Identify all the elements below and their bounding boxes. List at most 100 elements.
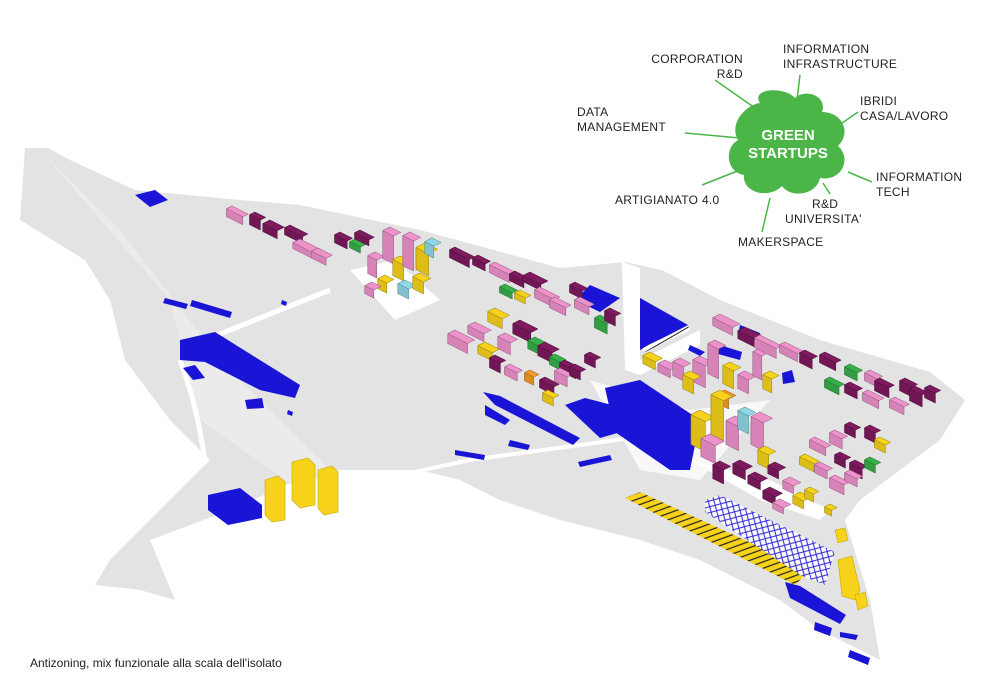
building-block [864, 424, 882, 434]
label-makerspace: MAKERSPACE [738, 235, 823, 249]
building-block [377, 274, 395, 284]
building-block [524, 369, 540, 378]
building-block [367, 251, 385, 261]
building-block [782, 476, 802, 487]
label-information-tech: INFORMATION [876, 170, 962, 184]
building-block [467, 321, 492, 334]
building-block [514, 289, 532, 299]
building-block [862, 389, 885, 402]
building-block [752, 351, 763, 381]
building-block [512, 319, 539, 333]
building-block [732, 459, 754, 471]
building-block [549, 296, 572, 309]
building-block [737, 370, 757, 381]
building-block [447, 329, 476, 344]
building-block [799, 349, 819, 360]
label-information-infra: INFORMATION [783, 42, 869, 56]
building-block [909, 385, 929, 396]
spoke-labels: CORPORATION R&D INFORMATION INFRASTRUCTU… [577, 42, 962, 249]
building-block [574, 296, 595, 308]
building-block [799, 453, 820, 465]
building-block [354, 229, 375, 241]
building-block [712, 460, 732, 471]
building-block [754, 334, 783, 349]
building-block [874, 377, 895, 389]
building-block [424, 237, 442, 247]
building-block [844, 469, 864, 480]
caption: Antizoning, mix funzionale alla scala de… [30, 656, 282, 670]
hub-title-line1: GREEN [761, 127, 814, 144]
building-block [249, 211, 267, 221]
building-block [311, 247, 333, 259]
building-block [772, 498, 792, 509]
building-block [642, 351, 664, 363]
building-block [707, 339, 727, 350]
building-block [722, 361, 742, 372]
building-block [924, 384, 942, 394]
label-corporation: CORPORATION [651, 52, 743, 66]
building-block [364, 281, 382, 291]
building-block [569, 281, 589, 292]
building-block [604, 307, 622, 317]
building-block [814, 461, 834, 472]
building-block [497, 332, 519, 344]
building-block [707, 343, 719, 380]
hub-title-line2: STARTUPS [748, 145, 828, 162]
building-block [889, 396, 910, 408]
building-block [762, 486, 784, 498]
building-block [779, 341, 804, 354]
building-block [829, 429, 849, 440]
building-block [554, 367, 574, 378]
building-block [824, 503, 838, 511]
label-ibridi-2: CASA/LAVORO [860, 109, 948, 123]
building-block [449, 246, 476, 260]
building-block [402, 235, 414, 272]
building-block [382, 226, 402, 237]
label-artigianato: ARTIGIANATO 4.0 [615, 193, 720, 207]
building-block [762, 370, 780, 380]
building-block [542, 389, 560, 399]
building-block [690, 409, 715, 422]
label-rd-universita-2: UNIVERSITA' [785, 212, 862, 226]
building-block [747, 471, 769, 483]
building-block [710, 389, 734, 402]
building-block [226, 205, 249, 218]
building-block [864, 456, 882, 466]
hatched-structures [625, 326, 835, 585]
building-block [397, 279, 417, 290]
label-ibridi: IBRIDI [860, 94, 897, 108]
building-block [522, 271, 549, 285]
building-block [864, 369, 884, 380]
building-block [809, 436, 832, 449]
building-block [539, 376, 560, 388]
building-block [712, 313, 741, 328]
label-data: DATA [577, 105, 608, 119]
green-startups-hub: GREEN STARTUPS [728, 90, 845, 194]
building-block [844, 363, 864, 374]
label-information-tech-2: TECH [876, 185, 910, 199]
building-block [537, 341, 560, 354]
building-block [334, 231, 354, 242]
building-block [710, 394, 724, 442]
building-block [672, 357, 692, 368]
label-information-infra-2: INFRASTRUCTURE [783, 57, 897, 71]
building-block [584, 351, 602, 361]
building-block [499, 283, 519, 294]
spoke-lines [684, 74, 873, 233]
yellow-towers [264, 457, 869, 611]
building-block [819, 351, 842, 364]
building-block [757, 445, 777, 456]
label-corporation-2: R&D [717, 67, 743, 81]
building-block [284, 224, 309, 237]
building-block [737, 406, 757, 417]
building-block [874, 436, 892, 446]
building-block [402, 231, 422, 242]
mixed-use-blocks [226, 205, 942, 517]
building-block [382, 230, 394, 265]
building-block [682, 370, 702, 381]
building-block [849, 459, 869, 470]
label-rd-universita: R&D [812, 197, 838, 211]
building-block [700, 433, 725, 446]
building-block [489, 354, 507, 364]
